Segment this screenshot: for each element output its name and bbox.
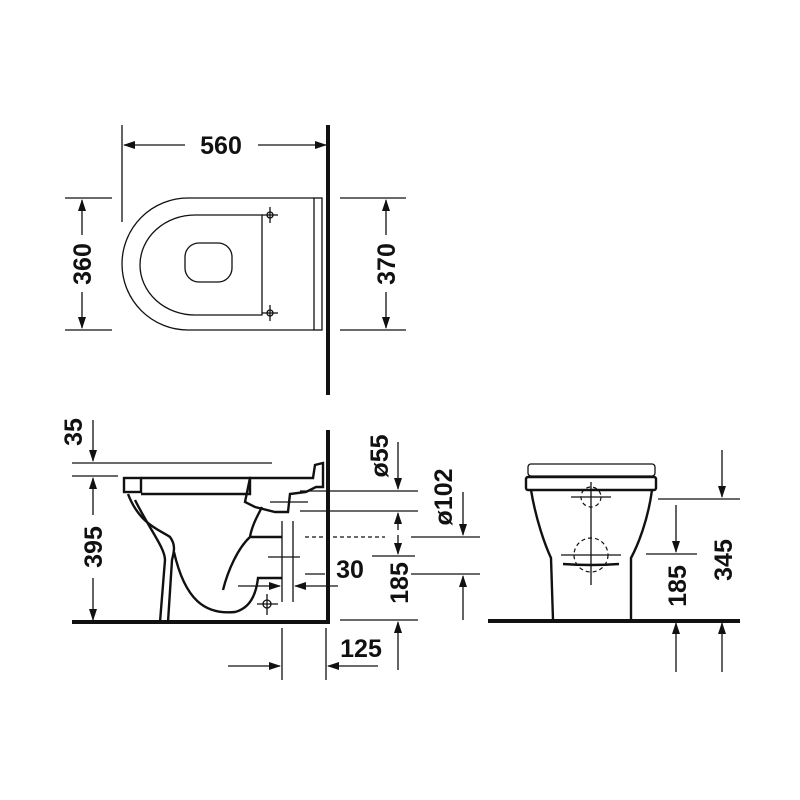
fixing-crosshair-icon [262,305,278,321]
dimension-370: 370 [373,243,401,285]
bowl-well [184,242,233,283]
top-view: 560 360 370 [65,125,406,395]
front-view: 185 345 [488,450,740,672]
dimension-diameter-102: ø102 [430,469,458,526]
seat-front [122,476,143,494]
dimension-395: 395 [80,526,108,568]
dimension-185-side: 185 [386,562,414,604]
rear-connector [243,461,325,514]
dimension-30: 30 [336,556,364,584]
dimension-185-front: 185 [664,565,692,607]
dimension-560: 560 [200,132,242,160]
outlet-base [562,562,620,567]
dimension-345: 345 [710,539,738,581]
fixing-crosshair-icon [257,594,278,615]
bowl-outline [121,197,314,331]
dimension-360: 360 [69,243,97,285]
bowl-left [529,489,555,621]
tank-mount [313,197,323,331]
dimension-diameter-55: ø55 [366,434,394,477]
dimension-35: 35 [60,418,88,446]
trap-inner [221,535,282,591]
bowl-right [629,489,654,620]
seat-lid [527,463,656,477]
side-view: 35 395 ø55 ø102 185 30 125 [60,418,480,680]
seat [141,476,252,496]
trap-top [248,506,264,538]
pedestal-front [133,499,167,623]
trap-outer [172,551,282,614]
fixing-crosshair-icon [262,207,278,223]
dimension-125: 125 [340,635,382,663]
seat-opening [139,214,263,316]
bowl-front [126,493,176,623]
